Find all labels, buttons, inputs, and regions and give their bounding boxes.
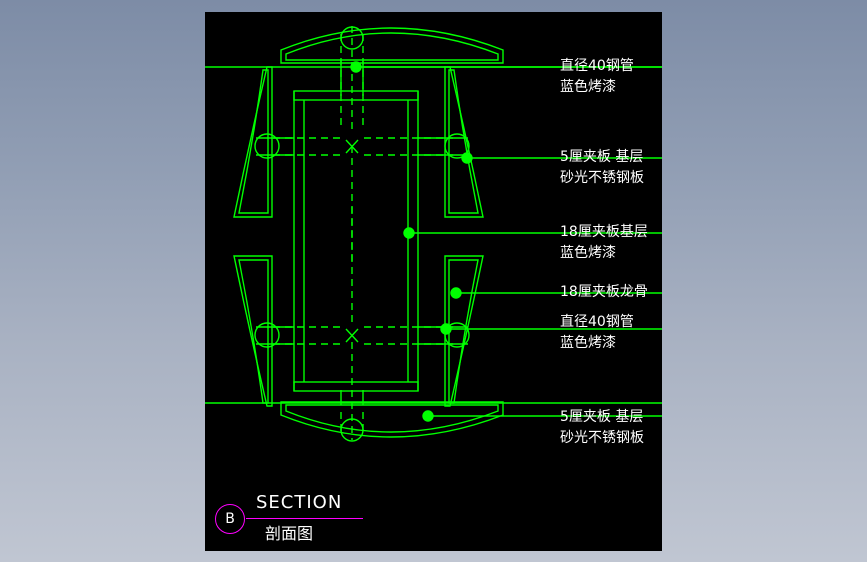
upper-centerlines [267, 26, 453, 262]
annotation-label-6-line1: 5厘夹板 基层 [560, 409, 644, 425]
top-stem [340, 60, 364, 96]
lower-left-wing-circle [254, 322, 280, 348]
leader-lines [350, 61, 662, 422]
annotation-label-4: 18厘夹板龙骨 [560, 282, 648, 303]
bottom-arc-outer [280, 401, 504, 438]
lower-right-wing [444, 255, 484, 407]
annotation-label-5-line2: 蓝色烤漆 [560, 335, 616, 351]
cad-drawing [205, 26, 662, 442]
section-underline [246, 518, 363, 519]
lower-center-x [345, 328, 359, 343]
upper-left-wing-circle [254, 133, 280, 159]
annotation-label-2: 5厘夹板 基层 砂光不锈钢板 [560, 147, 644, 189]
cad-canvas[interactable] [205, 12, 662, 551]
annotation-label-1-line2: 蓝色烤漆 [560, 79, 616, 95]
section-bubble-icon [215, 504, 245, 534]
annotation-label-3: 18厘夹板基层 蓝色烤漆 [560, 222, 648, 264]
central-panel-box [293, 90, 419, 392]
annotation-label-5: 直径40钢管 蓝色烤漆 [560, 312, 634, 354]
annotation-label-6: 5厘夹板 基层 砂光不锈钢板 [560, 407, 644, 449]
upper-connector-bars [256, 137, 468, 156]
annotation-label-3-line2: 蓝色烤漆 [560, 245, 616, 261]
lower-connector-bars [256, 326, 468, 345]
lower-right-wing-circle [444, 322, 470, 348]
upper-right-wing-circle [444, 133, 470, 159]
lower-left-wing [233, 255, 273, 407]
upper-right-wing [444, 66, 484, 218]
annotation-label-2-line1: 5厘夹板 基层 [560, 149, 644, 165]
annotation-label-6-line2: 砂光不锈钢板 [560, 430, 644, 446]
upper-center-x [345, 139, 359, 154]
annotation-label-1-line1: 直径40钢管 [560, 58, 634, 74]
annotation-label-5-line1: 直径40钢管 [560, 314, 634, 330]
annotation-label-4-line1: 18厘夹板龙骨 [560, 284, 648, 300]
upper-left-wing [233, 66, 273, 218]
top-arc-outer [280, 27, 504, 64]
section-title-cn: 剖面图 [265, 524, 314, 543]
section-bubble-letter: B [225, 511, 235, 527]
annotation-label-1: 直径40钢管 蓝色烤漆 [560, 56, 634, 98]
annotation-label-2-line2: 砂光不锈钢板 [560, 170, 644, 186]
annotation-label-3-line1: 18厘夹板基层 [560, 224, 648, 240]
section-title-en: SECTION [256, 492, 343, 513]
